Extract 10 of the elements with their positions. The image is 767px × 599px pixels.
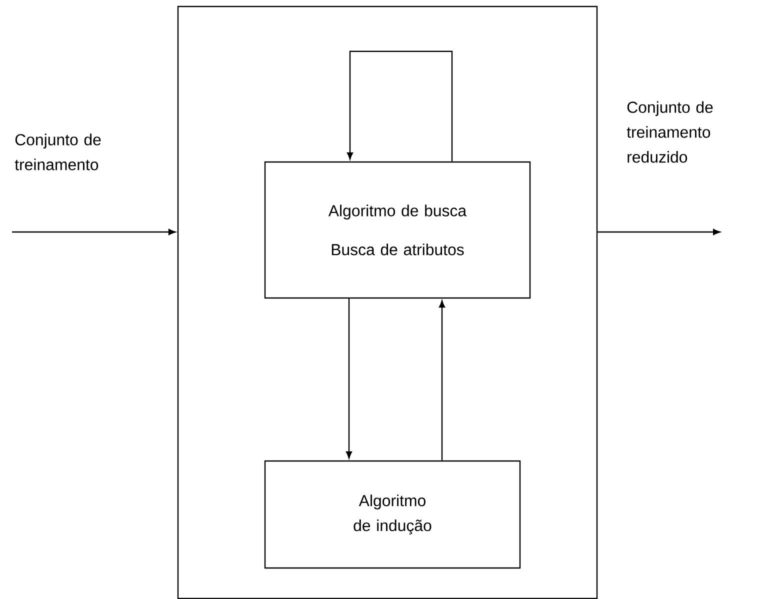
arrow xyxy=(346,298,352,459)
arrow xyxy=(346,50,453,162)
outer-box xyxy=(177,6,598,599)
arrow xyxy=(598,228,720,236)
edge-label: Conjunto de treinamento xyxy=(14,134,101,170)
process-box: Algoritmo de indução xyxy=(264,460,521,569)
process-box: Algoritmo de busca Busca de atributos xyxy=(264,161,531,299)
arrow xyxy=(12,228,176,236)
arrow xyxy=(438,300,446,460)
edge-label: Conjunto de treinamento reduzido xyxy=(626,101,713,163)
